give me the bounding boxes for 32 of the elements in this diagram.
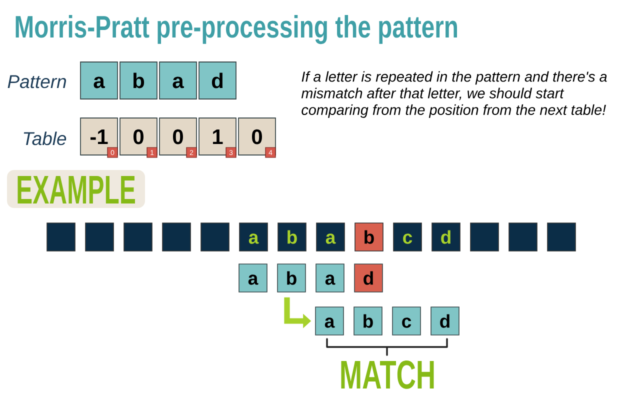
letter-box: a — [316, 222, 345, 252]
letter-box: a — [239, 222, 268, 252]
heading-box: EXAMPLE — [7, 170, 145, 208]
letter-box: d — [354, 264, 383, 292]
bracket-label: MATCH — [341, 360, 434, 389]
letter-box: b — [120, 62, 158, 100]
letter-box: a — [315, 306, 344, 336]
empty-box — [85, 222, 114, 252]
row-label: Pattern — [8, 75, 66, 88]
letter-box: b — [278, 222, 306, 252]
empty-box — [124, 222, 152, 252]
empty-box — [508, 222, 538, 252]
letter-box: c — [392, 306, 421, 336]
title: Morris-Pratt pre-processing the pattern — [16, 15, 457, 44]
letter-box: c — [393, 222, 422, 252]
letter-box: d — [432, 222, 460, 252]
letter-box: d — [430, 306, 460, 336]
letter-box: b — [354, 306, 382, 336]
letter-box: b — [277, 264, 306, 292]
letter-box: a — [238, 264, 268, 292]
row-label: Table — [24, 132, 66, 146]
empty-box — [162, 222, 191, 252]
empty-box — [470, 222, 499, 252]
empty-box — [547, 222, 576, 252]
letter-box: b — [354, 222, 384, 252]
letter-box: a — [80, 62, 118, 100]
empty-box — [46, 222, 76, 252]
letter-box: d — [198, 62, 236, 100]
letter-box: a — [316, 264, 344, 292]
note-text: If a letter is repeated in the pattern and there's a mismatch after that letter, we should start comparing from the position from the next table! — [301, 71, 607, 118]
letter-box: a — [159, 62, 197, 100]
empty-box — [200, 222, 230, 252]
